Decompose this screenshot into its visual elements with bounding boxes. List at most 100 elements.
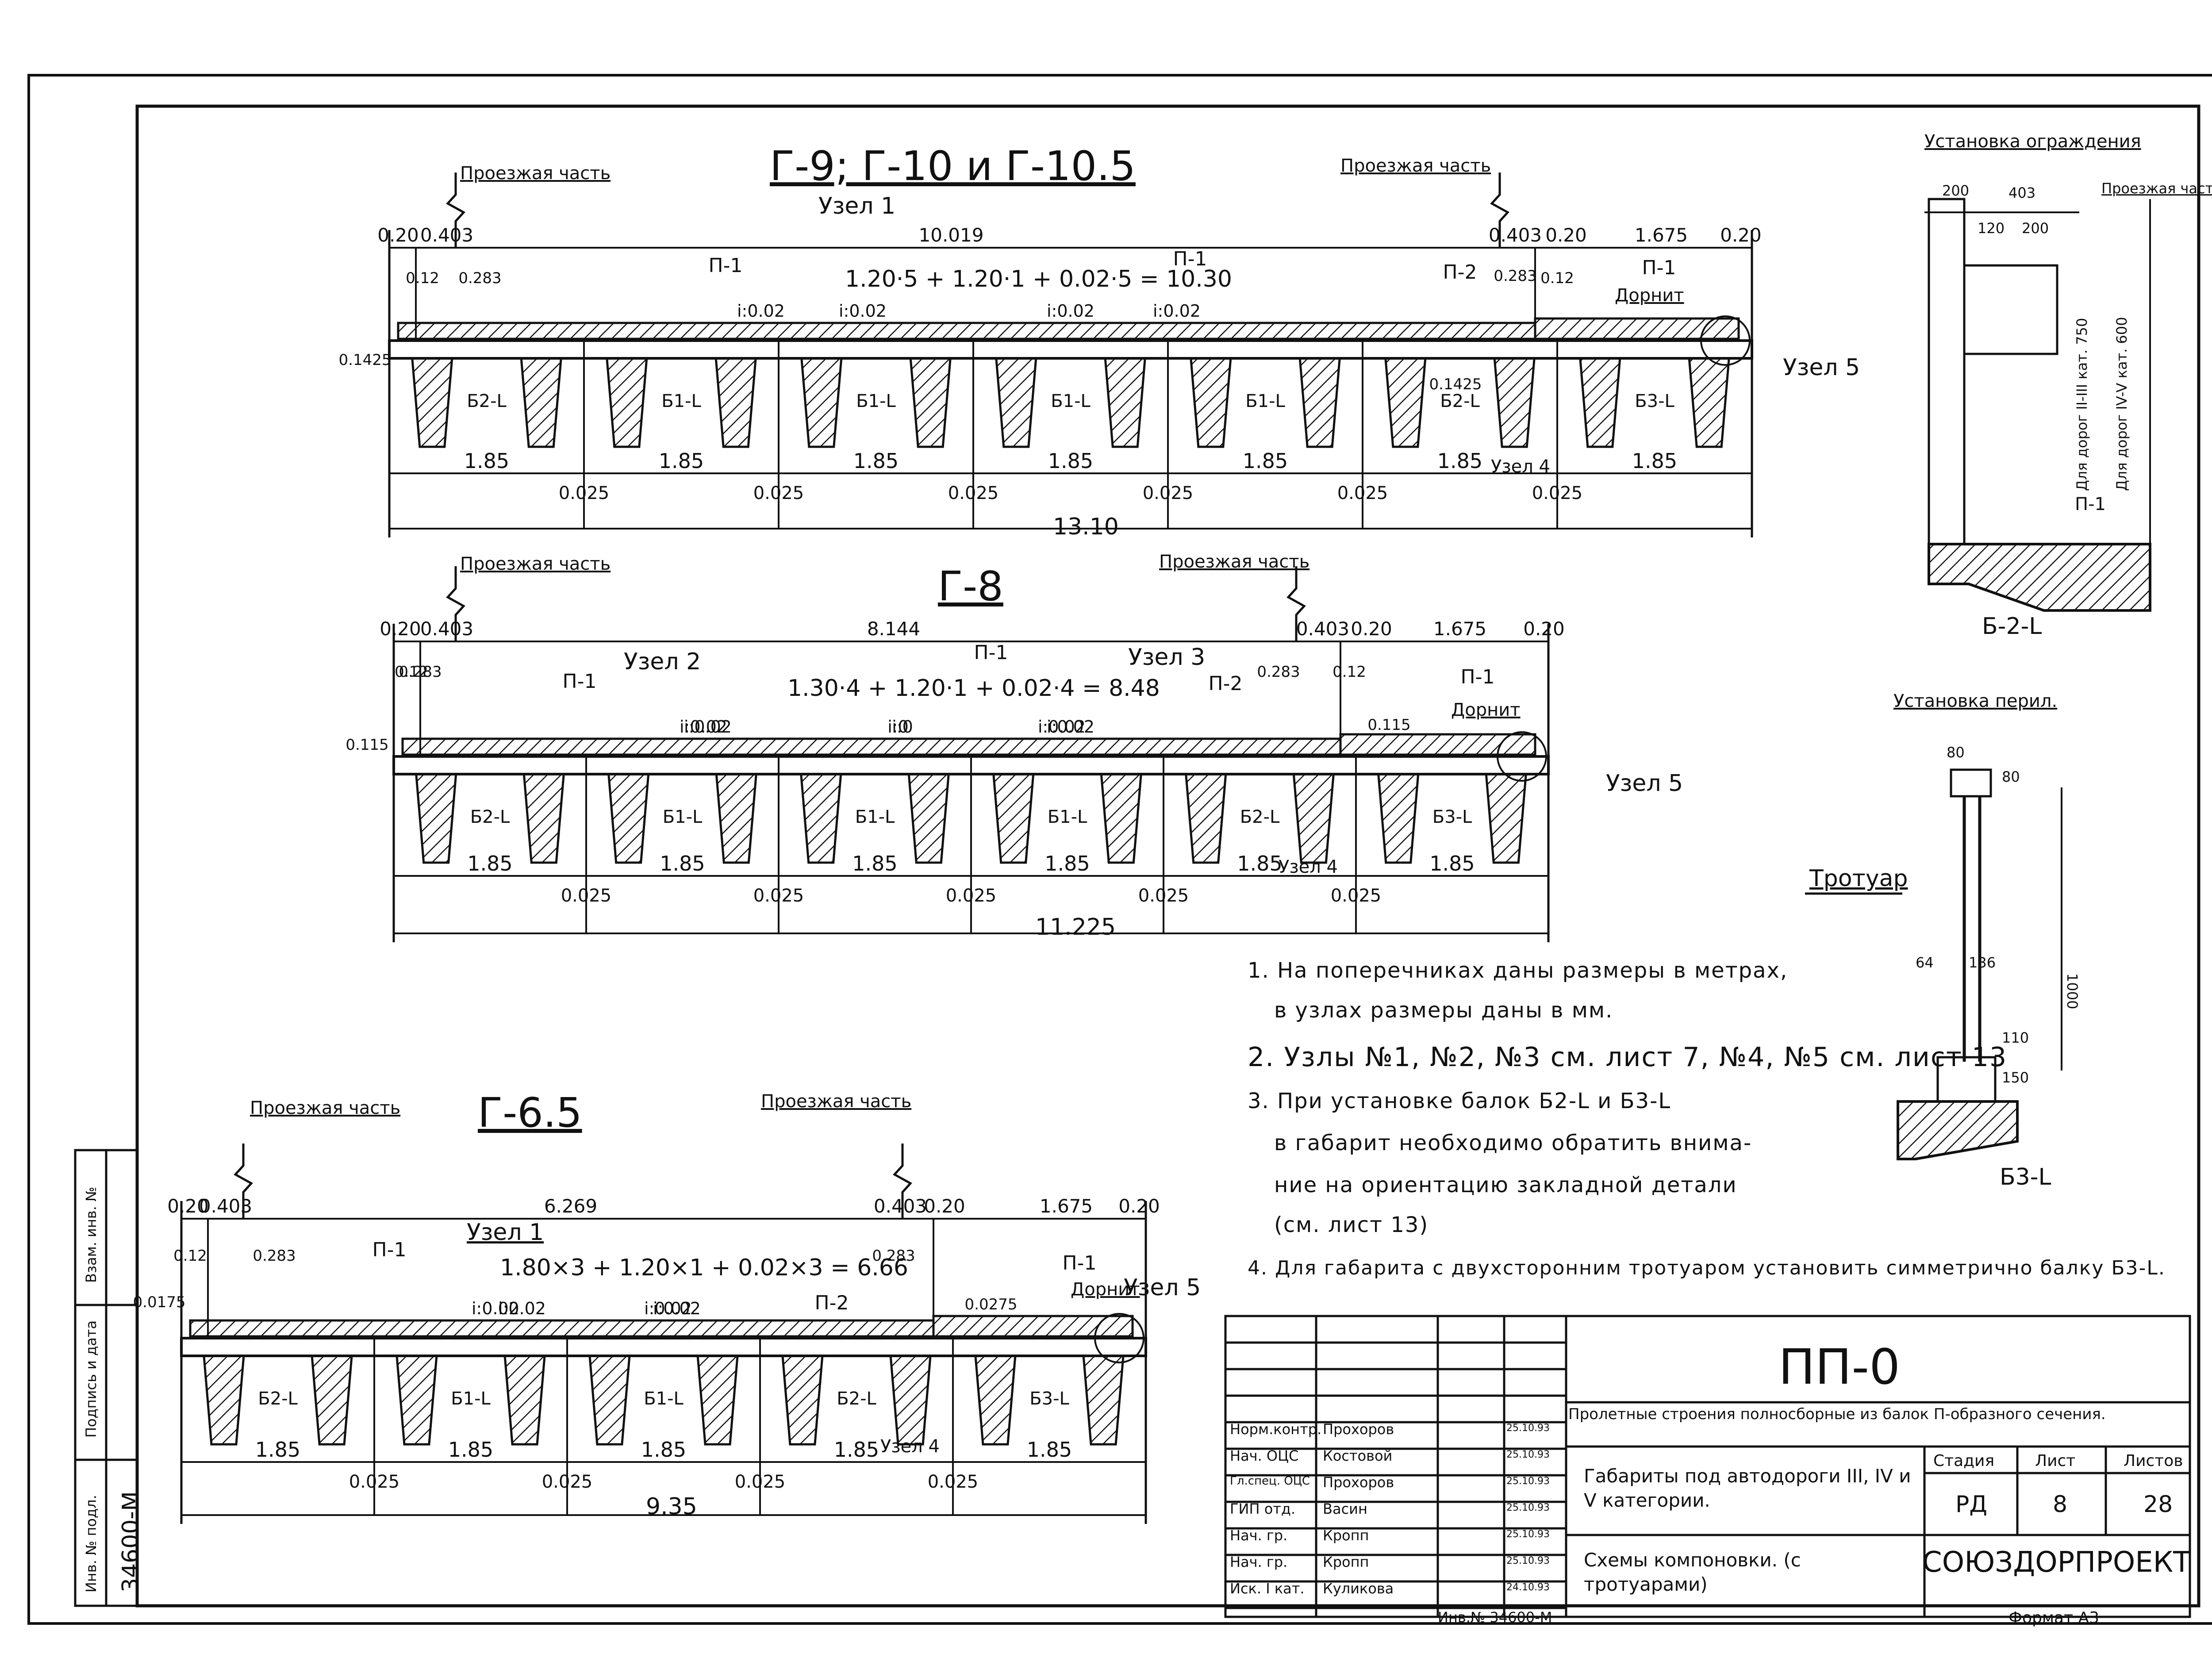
beam-leg	[1493, 357, 1536, 448]
slope-label: i:0.02	[737, 301, 785, 321]
top-dimension: 1.675	[1040, 1195, 1093, 1217]
small-dimension: 0.283	[458, 269, 501, 287]
beam-leg	[1104, 357, 1146, 448]
beam-leg	[1184, 773, 1227, 864]
beam-leg	[995, 357, 1037, 448]
sig-name: Васин	[1323, 1500, 1367, 1517]
gap-dimension: 0.025	[1138, 886, 1189, 906]
node-circle	[1700, 315, 1751, 366]
gap-dimension: 0.025	[559, 483, 610, 503]
fence-note-b: Для дорог IV-V кат. 600	[2113, 317, 2130, 491]
beam-label: Б2-L	[837, 1389, 876, 1409]
section-g9-roadway-left: Проезжая часть	[460, 163, 611, 184]
beam-flange	[180, 1337, 1147, 1357]
side-stamp-inv: Инв. № подл.	[83, 1495, 100, 1593]
beam-leg	[1579, 357, 1621, 448]
fence-dim-200b: 200	[2022, 220, 2049, 237]
span-dimension: 1.85	[1632, 449, 1677, 473]
top-dimension: 0.403	[874, 1195, 927, 1217]
section-g9-node4: Узел 4	[1491, 457, 1550, 477]
fence-dim-403: 403	[2008, 184, 2036, 201]
slope-label: i:0.02	[498, 1299, 546, 1318]
fence-detail-roadway: Проезжая часть	[2101, 180, 2212, 197]
top-dimension: 0.20	[377, 224, 419, 246]
span-dimension: 1.85	[448, 1438, 493, 1462]
sig-date: 24.10.93	[1506, 1582, 1550, 1593]
beam-label: Б3-L	[1432, 807, 1472, 827]
span-dimension: 1.85	[467, 852, 512, 875]
beam-label: Б1-L	[856, 391, 896, 411]
section-g9-title: Г-9; Г-10 и Г-10.5	[770, 142, 1136, 190]
title-sheet-title: Схемы компоновки. (с тротуарами)	[1584, 1549, 1801, 1595]
note-3d: (см. лист 13)	[1274, 1213, 1429, 1237]
small-dimension: 0.115	[346, 736, 388, 754]
top-dimension: 1.675	[1433, 618, 1486, 640]
beam-label: Б2-L	[470, 807, 510, 827]
beam-leg	[909, 357, 952, 448]
slope-label: i:0.02	[1153, 301, 1201, 321]
small-dimension: 0.283	[1257, 663, 1300, 681]
sig-role: Нач. ОЦС	[1230, 1447, 1299, 1464]
beam-label: Б3-L	[1029, 1389, 1069, 1409]
title-format: Формат А3	[2008, 1609, 2100, 1627]
small-dimension: 0.12	[1540, 269, 1574, 287]
sig-role: ГИП отд.	[1230, 1500, 1296, 1517]
title-stage-header: Стадия	[1933, 1452, 1995, 1470]
section-g8-roadway-right: Проезжая часть	[1159, 552, 1310, 572]
plate-label: П-1	[1461, 666, 1495, 688]
top-dimension: 0.20	[1523, 618, 1565, 640]
top-dimension: 0.20	[1545, 224, 1587, 246]
beam-label: Б1-L	[644, 1389, 684, 1409]
beam-leg	[974, 1355, 1017, 1446]
span-dimension: 1.85	[852, 852, 897, 875]
section-g9-drawing: 1.85Б2-L1.850.025Б1-L1.850.025Б1-L1.850.…	[339, 173, 1762, 537]
sig-date: 25.10.93	[1506, 1449, 1550, 1460]
note-2: 2. Узлы №1, №2, №3 см. лист 7, №4, №5 см…	[1248, 1042, 2008, 1073]
railing-top	[1950, 768, 1992, 798]
side-stamp-replaces: Взам. инв. №	[83, 1186, 100, 1283]
title-sheet-value: 8	[2053, 1491, 2068, 1518]
title-description: Пролетные строения полносборные из балок…	[1568, 1405, 2106, 1423]
sig-name: Кропп	[1323, 1527, 1369, 1544]
sig-date: 25.10.93	[1506, 1555, 1550, 1566]
span-dimension: 1.85	[255, 1438, 300, 1462]
slope-label: i:0	[892, 717, 913, 737]
top-dimension: 0.403	[1489, 224, 1542, 246]
beam-leg	[1384, 357, 1427, 448]
span-dimension: 1.85	[1027, 1438, 1072, 1462]
deck-slab	[401, 737, 1342, 756]
sig-role: Нач. гр.	[1230, 1527, 1288, 1544]
small-dimension: 0.283	[399, 663, 442, 681]
plate-label: П-1	[1173, 248, 1207, 270]
beam-leg	[607, 773, 650, 864]
span-dimension: 1.85	[1045, 852, 1090, 875]
plate-label: П-1	[373, 1239, 407, 1261]
top-dimension: 6.269	[544, 1195, 597, 1217]
top-dimension: 0.403	[420, 224, 473, 246]
section-g9-node5: Узел 5	[1783, 354, 1860, 381]
beam-leg	[799, 773, 842, 864]
slope-label: i:0.02	[839, 301, 887, 321]
note-1b: в узлах размеры даны в мм.	[1274, 998, 1613, 1023]
sig-name: Прохоров	[1323, 1421, 1394, 1438]
section-g8-node3: Узел 3	[1128, 644, 1206, 671]
gap-dimension: 0.025	[561, 886, 612, 906]
section-g9-roadway-right: Проезжая часть	[1340, 156, 1491, 176]
gap-dimension: 0.025	[349, 1472, 400, 1492]
section-g65-formula: 1.80×3 + 1.20×1 + 0.02×3 = 6.66	[500, 1255, 908, 1281]
sig-date: 25.10.93	[1506, 1423, 1550, 1434]
beam-leg	[714, 357, 757, 448]
top-dimension: 1.675	[1635, 224, 1688, 246]
plate-label: П-1	[1063, 1252, 1097, 1274]
beam-label: Б2-L	[1440, 391, 1480, 411]
beam-leg	[781, 1355, 824, 1446]
gap-dimension: 0.025	[948, 483, 999, 503]
gap-dimension: 0.025	[753, 483, 804, 503]
small-dimension: 0.12	[173, 1247, 207, 1265]
small-dimension: 0.283	[872, 1247, 915, 1265]
railing-dim-80b: 80	[2002, 768, 2020, 785]
fence-beam: Б-2-L	[1982, 613, 2042, 640]
plate-label: П-2	[815, 1292, 849, 1314]
span-dimension: 1.85	[464, 449, 509, 473]
